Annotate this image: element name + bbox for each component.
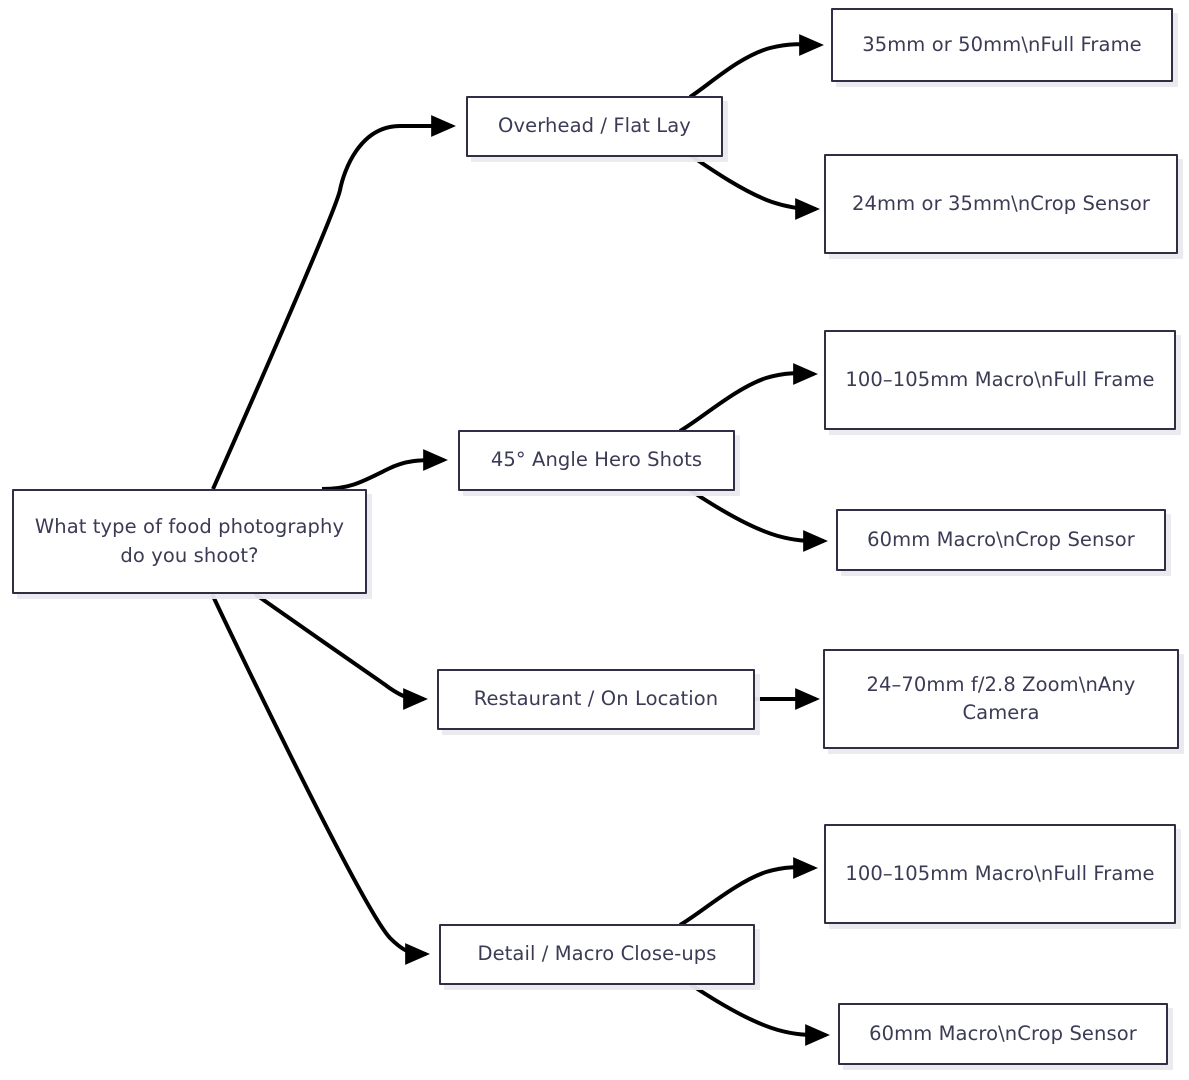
node-outcome-hero-crop-sensor-label: 60mm Macro\nCrop Sensor [867, 527, 1135, 551]
node-outcome-overhead-crop-sensor[interactable]: 24mm or 35mm\nCrop Sensor [824, 154, 1178, 254]
node-root-question[interactable]: What type of food photography do you sho… [12, 489, 367, 594]
node-branch-macro[interactable]: Detail / Macro Close-ups [439, 924, 755, 985]
node-outcome-overhead-crop-sensor-label: 24mm or 35mm\nCrop Sensor [852, 191, 1150, 215]
node-outcome-overhead-full-frame-label: 35mm or 50mm\nFull Frame [862, 32, 1142, 56]
node-outcome-hero-full-frame[interactable]: 100–105mm Macro\nFull Frame [824, 330, 1176, 430]
node-outcome-overhead-full-frame[interactable]: 35mm or 50mm\nFull Frame [831, 8, 1173, 82]
node-branch-restaurant-label: Restaurant / On Location [473, 687, 719, 711]
node-branch-hero-label: 45° Angle Hero Shots [490, 448, 703, 472]
node-branch-overhead[interactable]: Overhead / Flat Lay [466, 96, 723, 157]
edge-overhead-to-crop-sensor [688, 153, 820, 220]
node-outcome-restaurant-zoom[interactable]: 24–70mm f/2.8 Zoom\nAny Camera [823, 649, 1179, 749]
node-branch-macro-label: Detail / Macro Close-ups [477, 942, 717, 966]
edge-root-to-hero [321, 449, 448, 491]
edge-macro-to-full-frame [678, 857, 818, 927]
edge-overhead-to-full-frame [688, 34, 824, 99]
edge-hero-to-crop-sensor [688, 488, 828, 552]
node-outcome-macro-crop-sensor[interactable]: 60mm Macro\nCrop Sensor [838, 1003, 1168, 1065]
node-outcome-macro-full-frame-label: 100–105mm Macro\nFull Frame [845, 861, 1155, 885]
node-outcome-hero-full-frame-label: 100–105mm Macro\nFull Frame [845, 367, 1155, 391]
node-branch-restaurant[interactable]: Restaurant / On Location [437, 669, 755, 730]
node-branch-overhead-label: Overhead / Flat Lay [498, 114, 691, 138]
edge-macro-to-crop-sensor [688, 982, 830, 1046]
node-root-question-label: What type of food photography do you sho… [34, 515, 345, 567]
edge-root-to-overhead [211, 115, 456, 490]
node-outcome-macro-crop-sensor-label: 60mm Macro\nCrop Sensor [869, 1021, 1137, 1045]
node-branch-hero[interactable]: 45° Angle Hero Shots [458, 430, 735, 491]
node-outcome-restaurant-zoom-label: 24–70mm f/2.8 Zoom\nAny Camera [866, 672, 1136, 724]
edge-hero-to-full-frame [678, 363, 818, 433]
edge-root-to-macro [210, 593, 430, 965]
node-outcome-macro-full-frame[interactable]: 100–105mm Macro\nFull Frame [824, 824, 1176, 924]
edge-root-to-restaurant [253, 592, 428, 710]
node-outcome-hero-crop-sensor[interactable]: 60mm Macro\nCrop Sensor [836, 509, 1166, 571]
